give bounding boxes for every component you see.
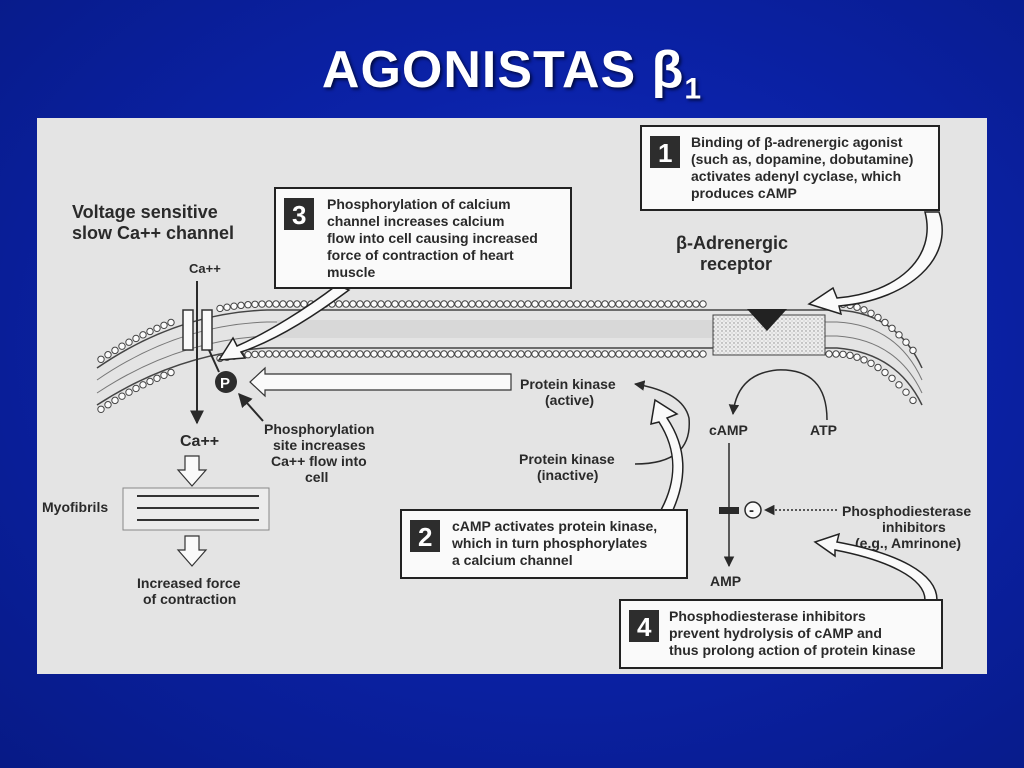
phosphate-marker-label: P [220, 375, 230, 392]
step-4-box: 4 Phosphodiesterase inhibitors prevent h… [619, 599, 943, 669]
phospho-site-line2: site increases [273, 437, 366, 453]
cell-membrane [96, 300, 923, 414]
phospho-site-line4: cell [305, 469, 328, 485]
inhibition-symbol [744, 501, 762, 519]
atp-label: ATP [810, 422, 837, 438]
slide-title-subscript: 1 [684, 72, 703, 106]
ca-ion-top: Ca++ [189, 261, 221, 276]
phospho-site-arrow [238, 392, 264, 422]
step-1-number: 1 [658, 138, 672, 168]
phospho-site-line3: Ca++ flow into [271, 453, 367, 469]
step-2-box: 2 cAMP activates protein kinase, which i… [400, 509, 688, 579]
pde-inhibitors-line3: (e.g., Amrinone) [855, 535, 961, 551]
calcium-channel [182, 309, 213, 351]
callout-arrow-4 [813, 532, 938, 601]
receptor-label-line2: receptor [700, 254, 772, 274]
receptor-label-line1: β-Adrenergic [676, 233, 788, 253]
protein-kinase-inactive-line1: Protein kinase [519, 451, 615, 467]
step-2-number: 2 [418, 522, 432, 552]
inhibition-symbol-label: - [749, 502, 754, 519]
step-1-line4: produces cAMP [691, 185, 797, 201]
callout-arrow-1 [807, 211, 943, 316]
myofibrils-label: Myofibrils [42, 499, 108, 515]
myofibrils-graphic [122, 487, 270, 531]
slide-title-main: AGONISTAS β [321, 41, 685, 99]
step-3-line4: force of contraction of heart [327, 247, 514, 263]
step-1-line2: (such as, dopamine, dobutamine) [691, 151, 913, 167]
diagram-panel: Voltage sensitive slow Ca++ channel Ca++… [37, 118, 987, 674]
step-3-line2: channel increases calcium [327, 213, 504, 229]
channel-label-line1: Voltage sensitive [72, 202, 218, 222]
step-3-line5: muscle [327, 264, 375, 280]
pde-inhibitors-line1: Phosphodiesterase [842, 503, 971, 519]
beta-agonist-diagram: Voltage sensitive slow Ca++ channel Ca++… [42, 125, 971, 669]
atp-to-camp-arrow [728, 369, 828, 421]
step-3-box: 3 Phosphorylation of calcium channel inc… [274, 187, 572, 289]
down-hollow-arrow-1 [176, 455, 208, 487]
callout-arrow-2 [650, 398, 684, 511]
amp-label: AMP [710, 573, 741, 589]
kinase-to-phosphate-arrow [249, 366, 512, 398]
slide-title: AGONISTAS β1 [0, 40, 1024, 106]
channel-label-line2: slow Ca++ channel [72, 223, 234, 243]
step-3-line1: Phosphorylation of calcium [327, 196, 511, 212]
step-3-line3: flow into cell causing increased [327, 230, 538, 246]
pde-inhibitors-line2: inhibitors [882, 519, 946, 535]
callout-arrow-3 [217, 284, 351, 361]
step-1-line1: Binding of β-adrenergic agonist [691, 134, 903, 150]
step-4-line2: prevent hydrolysis of cAMP and [669, 625, 882, 641]
ca-ion-bottom: Ca++ [180, 433, 219, 450]
protein-kinase-active-line1: Protein kinase [520, 376, 616, 392]
kinase-activation-arrow [633, 380, 690, 465]
beta-adrenergic-receptor [712, 309, 826, 356]
increased-force-line1: Increased force [137, 575, 241, 591]
step-1-box: 1 Binding of β-adrenergic agonist (such … [640, 125, 940, 211]
step-2-line3: a calcium channel [452, 552, 573, 568]
step-4-number: 4 [637, 612, 652, 642]
protein-kinase-active-line2: (active) [545, 392, 594, 408]
step-1-line3: activates adenyl cyclase, which [691, 168, 901, 184]
step-3-number: 3 [292, 200, 306, 230]
channel-to-phosphate-line [208, 349, 220, 373]
step-4-line1: Phosphodiesterase inhibitors [669, 608, 866, 624]
down-hollow-arrow-2 [176, 535, 208, 567]
protein-kinase-inactive-line2: (inactive) [537, 467, 598, 483]
inhibition-bar [719, 507, 739, 514]
step-2-line1: cAMP activates protein kinase, [452, 518, 657, 534]
step-4-line3: thus prolong action of protein kinase [669, 642, 916, 658]
phosphate-marker [215, 371, 237, 393]
phospho-site-line1: Phosphorylation [264, 421, 374, 437]
camp-label: cAMP [709, 422, 748, 438]
step-2-line2: which in turn phosphorylates [451, 535, 647, 551]
increased-force-line2: of contraction [143, 591, 236, 607]
